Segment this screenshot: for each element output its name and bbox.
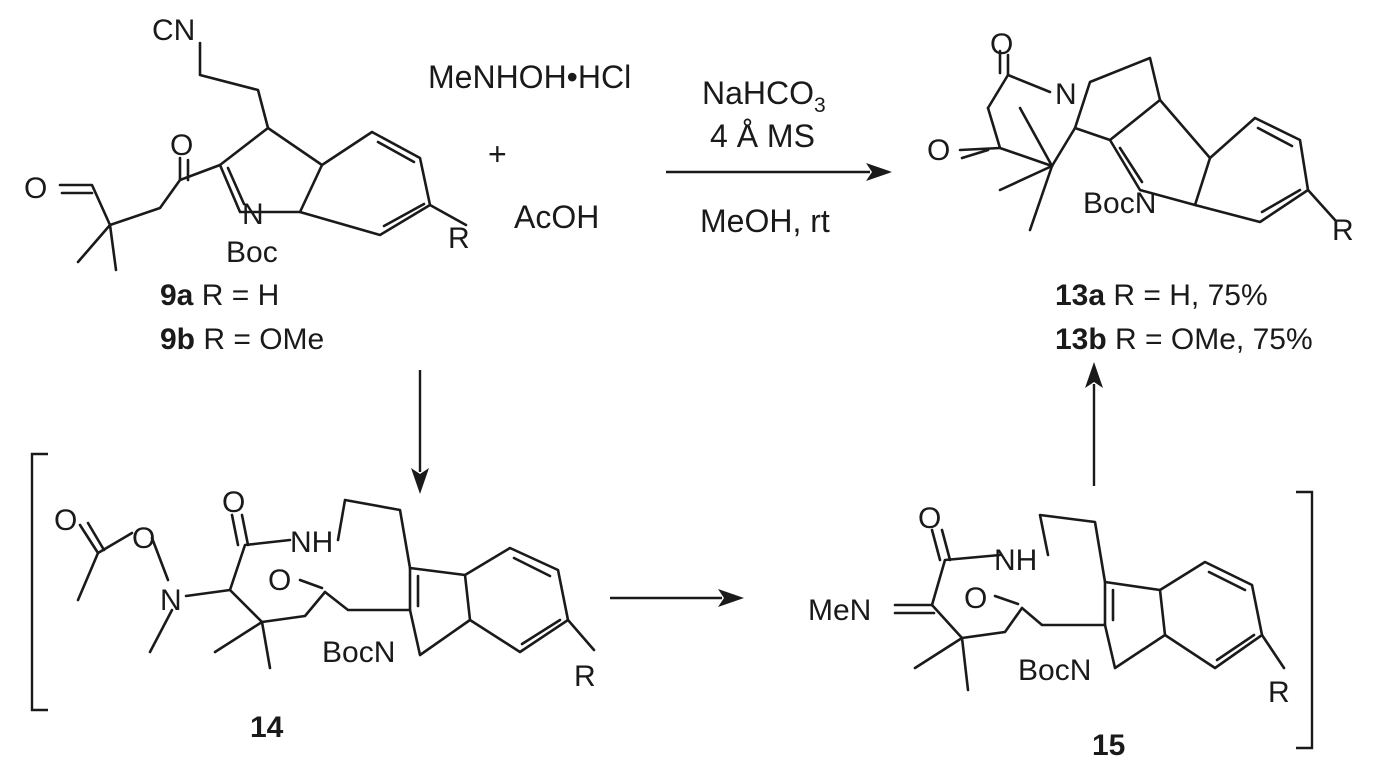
atom-ketone-o: O xyxy=(268,564,291,597)
arrow-15-to-13 xyxy=(1085,362,1103,486)
atom-ketone-o: O xyxy=(170,129,193,162)
condition-base: NaHCO3 xyxy=(702,75,826,117)
compound-15-structure: O NH MeN O BocN R xyxy=(808,502,1290,709)
atom-bocn: BocN xyxy=(322,636,395,669)
atom-indole-n: N xyxy=(242,198,264,231)
atom-o2: O xyxy=(927,134,950,167)
atom-o1: O xyxy=(990,28,1013,61)
atom-r: R xyxy=(1268,676,1290,709)
reagent-acetic-acid: AcOH xyxy=(514,199,599,235)
atom-ring-n: N xyxy=(1055,78,1077,111)
compound-15-label: 15 xyxy=(1092,729,1125,762)
atom-r: R xyxy=(574,660,596,693)
condition-solvent-temperature: MeOH, rt xyxy=(700,203,830,239)
atom-link-o: O xyxy=(132,522,155,555)
atom-r: R xyxy=(1332,214,1354,247)
atom-bocn: BocN xyxy=(1018,654,1091,687)
compound-14-structure: O O N O NH O BocN R xyxy=(54,486,596,693)
atom-r: R xyxy=(448,222,470,255)
compound-13-structure: O O N BocN R xyxy=(927,28,1354,247)
compound-14-label: 14 xyxy=(250,711,284,744)
bracket-left xyxy=(30,452,48,712)
atom-nh: NH xyxy=(994,544,1037,577)
compound-9-structure: CN O O N Boc R xyxy=(24,14,470,272)
compound-9a-label: 9a R = H xyxy=(160,279,279,312)
compound-13a-label: 13a R = H, 75% xyxy=(1055,279,1268,312)
bracket-right xyxy=(1296,490,1314,750)
atom-hydroxylamine-n: N xyxy=(160,584,182,617)
compound-13b-label: 13b R = OMe, 75% xyxy=(1055,323,1313,356)
atom-boc: Boc xyxy=(226,236,278,269)
arrow-14-to-15 xyxy=(610,589,744,607)
arrow-9-to-14 xyxy=(411,370,429,494)
atom-amide-o: O xyxy=(222,486,245,519)
reagent-methylhydroxylamine: MeNHOH•HCl xyxy=(428,59,631,95)
compound-9b-label: 9b R = OMe xyxy=(160,323,324,356)
atom-aldehyde-o: O xyxy=(24,172,47,205)
atom-ketone-o: O xyxy=(964,582,987,615)
plus-sign: + xyxy=(488,136,507,172)
atom-amide-o: O xyxy=(918,502,941,535)
atom-bocn: BocN xyxy=(1083,187,1156,220)
atom-cn: CN xyxy=(152,14,195,47)
condition-molecular-sieves: 4 Å MS xyxy=(710,118,815,154)
atom-men: MeN xyxy=(808,594,871,627)
reaction-arrow-main xyxy=(666,163,892,181)
atom-nh: NH xyxy=(290,526,333,559)
atom-acyl-o: O xyxy=(54,504,77,537)
